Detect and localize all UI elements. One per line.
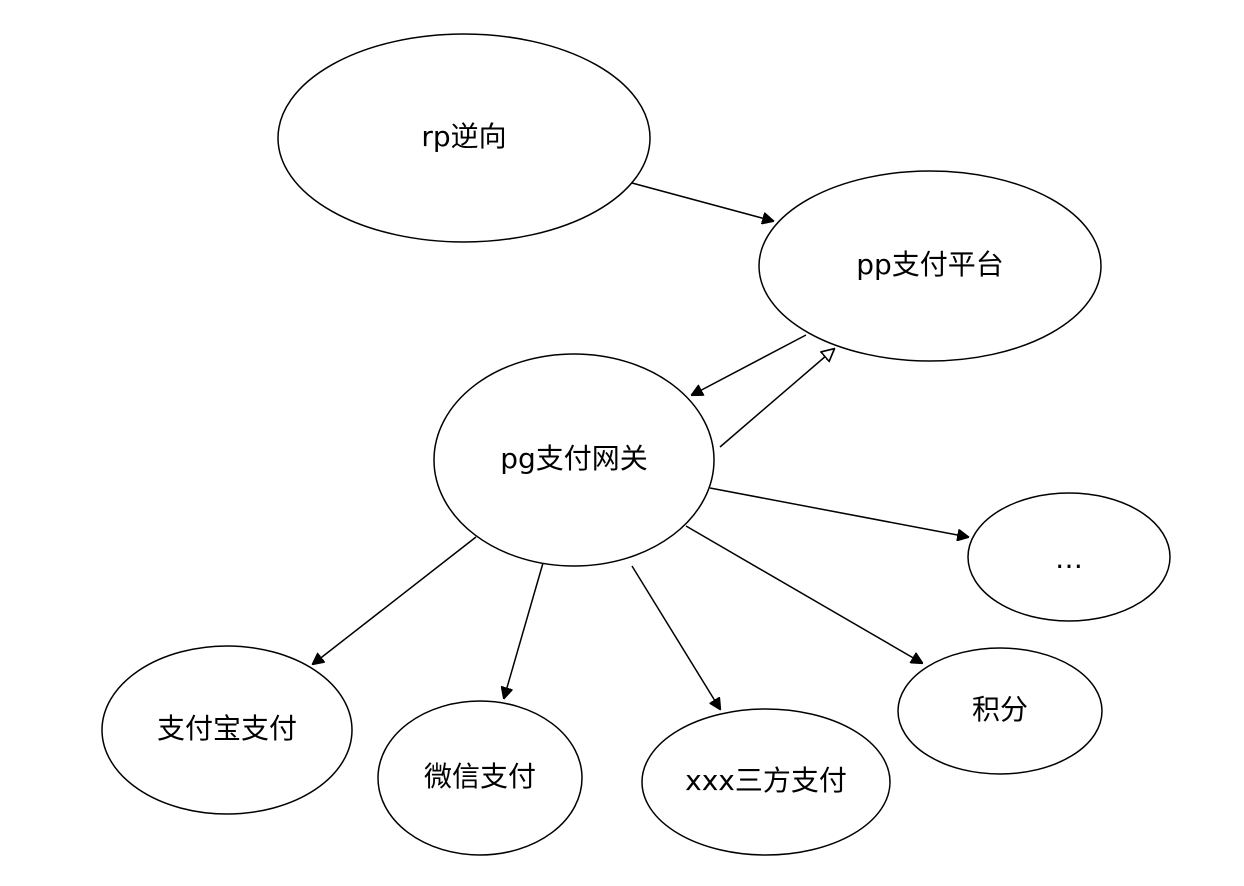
node-more-label: …: [1055, 542, 1083, 575]
edge-pg-to-wechat: [504, 562, 544, 698]
nodes-layer: rp逆向 pp支付平台 pg支付网关 … 支付宝支付 微信支付 xxx三方支付: [101, 33, 1171, 856]
node-third-shape: [641, 708, 891, 856]
node-third-label: xxx三方支付: [685, 764, 847, 797]
node-points-label: 积分: [972, 693, 1028, 726]
edges-layer: [313, 182, 968, 709]
node-pg-label: pg支付网关: [500, 442, 648, 475]
edge-pp-to-pg: [692, 334, 807, 395]
edge-pg-to-more: [709, 487, 968, 537]
node-wechat[interactable]: 微信支付: [377, 700, 583, 856]
node-wechat-shape: [377, 700, 583, 856]
node-rp-shape: [277, 33, 651, 243]
edge-pg-to-alipay: [313, 536, 477, 664]
node-more[interactable]: …: [967, 492, 1171, 622]
edge-pg-to-pp-return: [719, 349, 834, 448]
node-pp[interactable]: pp支付平台: [758, 170, 1102, 362]
edge-pg-to-points: [685, 525, 922, 663]
edge-pg-to-third: [631, 565, 720, 709]
node-alipay-label: 支付宝支付: [157, 712, 297, 745]
node-points[interactable]: 积分: [897, 647, 1103, 775]
node-alipay-shape: [101, 645, 353, 815]
node-points-shape: [897, 647, 1103, 775]
node-pg-shape: [433, 353, 715, 567]
node-pp-label: pp支付平台: [856, 248, 1004, 281]
node-third[interactable]: xxx三方支付: [641, 708, 891, 856]
node-rp-label: rp逆向: [421, 120, 506, 153]
node-wechat-label: 微信支付: [424, 760, 536, 793]
node-pg[interactable]: pg支付网关: [433, 353, 715, 567]
edge-rp-to-pp: [631, 182, 773, 221]
node-alipay[interactable]: 支付宝支付: [101, 645, 353, 815]
node-more-shape: [967, 492, 1171, 622]
node-pp-shape: [758, 170, 1102, 362]
node-rp[interactable]: rp逆向: [277, 33, 651, 243]
